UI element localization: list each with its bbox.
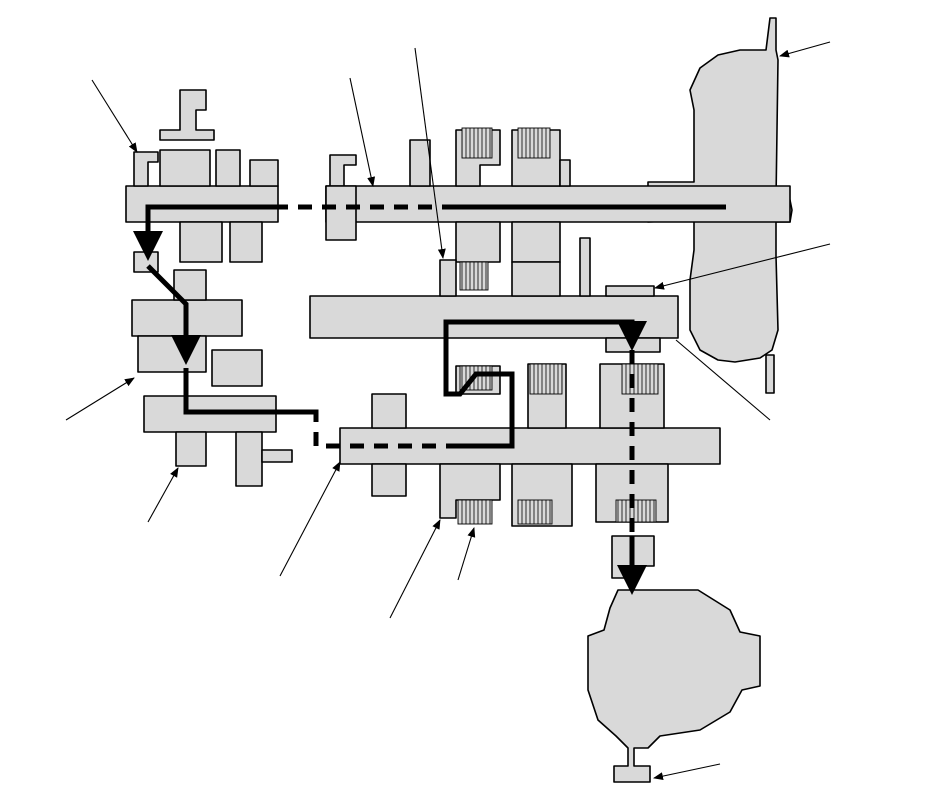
left-shaft-bottom	[143, 395, 293, 487]
differential-assembly	[587, 535, 761, 783]
lower-shaft-assembly	[339, 363, 721, 527]
left-shaft-top	[125, 89, 279, 263]
leader-lines	[65, 41, 831, 781]
main-shaft-assembly	[325, 127, 791, 263]
power-flow-path	[133, 204, 726, 595]
